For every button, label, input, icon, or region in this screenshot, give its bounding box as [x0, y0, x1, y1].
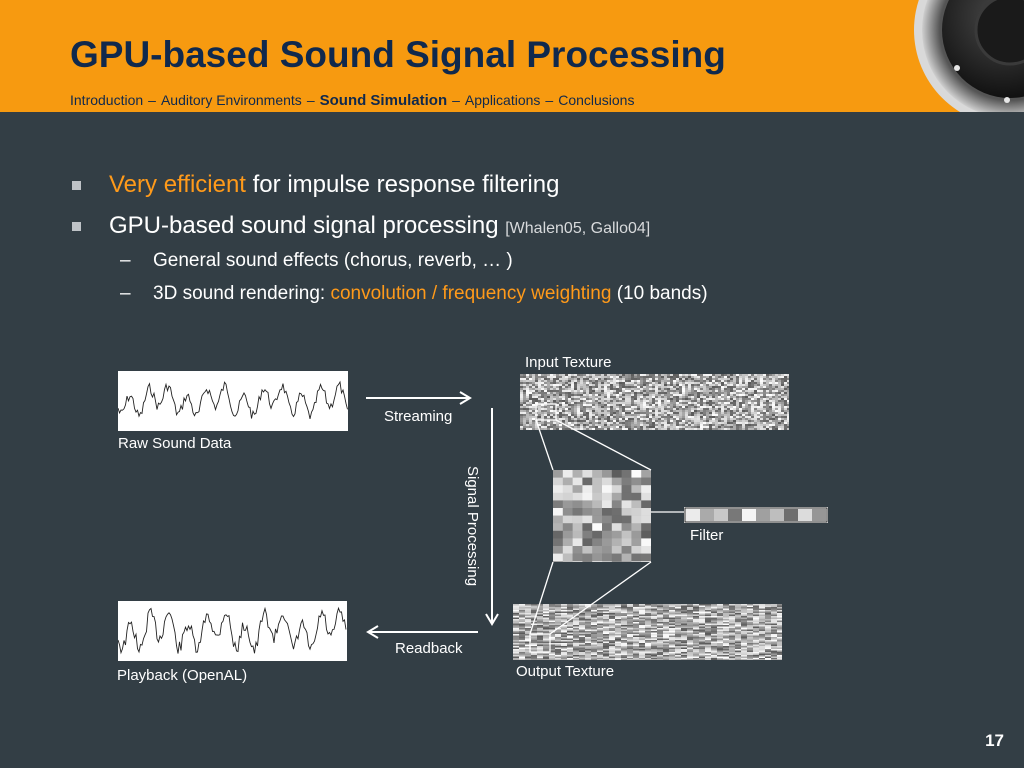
slide-header: GPU-based Sound Signal Processing Introd… — [0, 0, 1024, 112]
breadcrumb-item-applications: Applications — [464, 92, 541, 108]
playback-waveform — [118, 601, 347, 661]
bullet-text: for impulse response filtering — [245, 171, 560, 198]
filter-label: Filter — [690, 527, 724, 544]
breadcrumb-item-auditory-environments: Auditory Environments — [160, 92, 302, 108]
bullet-text: GPU-based sound signal processing — [109, 212, 506, 239]
breadcrumb-separator: – — [452, 92, 460, 108]
output-texture-label: Output Texture — [516, 663, 615, 680]
sub-bullet-text: (10 bands) — [611, 283, 708, 304]
highlight-very-efficient: Very efficient — [109, 171, 246, 198]
breadcrumb-item-conclusions: Conclusions — [558, 92, 635, 108]
bullet-marker — [72, 181, 81, 190]
zoomed-texture-image — [553, 470, 651, 562]
output-texture-image — [513, 604, 782, 660]
output-zoom-marker — [529, 633, 551, 653]
input-texture-label: Input Texture — [525, 354, 612, 371]
input-texture-image — [520, 374, 789, 430]
breadcrumb-separator: – — [545, 92, 554, 108]
raw-sound-waveform — [118, 371, 348, 431]
input-zoom-marker — [535, 403, 557, 421]
signal-processing-label: Signal Processing — [464, 466, 481, 587]
sub-bullet-text: 3D sound rendering: — [153, 283, 331, 304]
breadcrumb: Introduction–Auditory Environments–Sound… — [70, 92, 634, 109]
page-number: 17 — [985, 731, 1004, 750]
raw-sound-label: Raw Sound Data — [118, 435, 232, 452]
bullet-marker — [72, 222, 81, 231]
breadcrumb-item-sound-simulation: Sound Simulation — [319, 92, 448, 109]
highlight-convolution: convolution / frequency weighting — [330, 283, 612, 304]
streaming-label: Streaming — [384, 408, 453, 425]
signal-processing-arrowhead — [485, 613, 499, 626]
sub-bullet-marker: – — [120, 283, 131, 304]
readback-arrowhead — [366, 625, 379, 639]
sub-bullet-marker: – — [120, 250, 131, 271]
filter-strip-image — [684, 507, 828, 523]
streaming-arrowhead — [459, 391, 472, 405]
playback-label: Playback (OpenAL) — [117, 667, 248, 684]
readback-label: Readback — [395, 640, 463, 657]
breadcrumb-separator: – — [306, 92, 315, 108]
breadcrumb-item-introduction: Introduction — [70, 92, 144, 108]
speaker-icon — [914, 0, 1024, 112]
breadcrumb-separator: – — [148, 92, 156, 108]
sub-bullet-text: General sound effects (chorus, reverb, …… — [153, 250, 513, 271]
citation: [Whalen05, Gallo04] — [505, 220, 651, 237]
slide-title: GPU-based Sound Signal Processing — [70, 34, 726, 75]
